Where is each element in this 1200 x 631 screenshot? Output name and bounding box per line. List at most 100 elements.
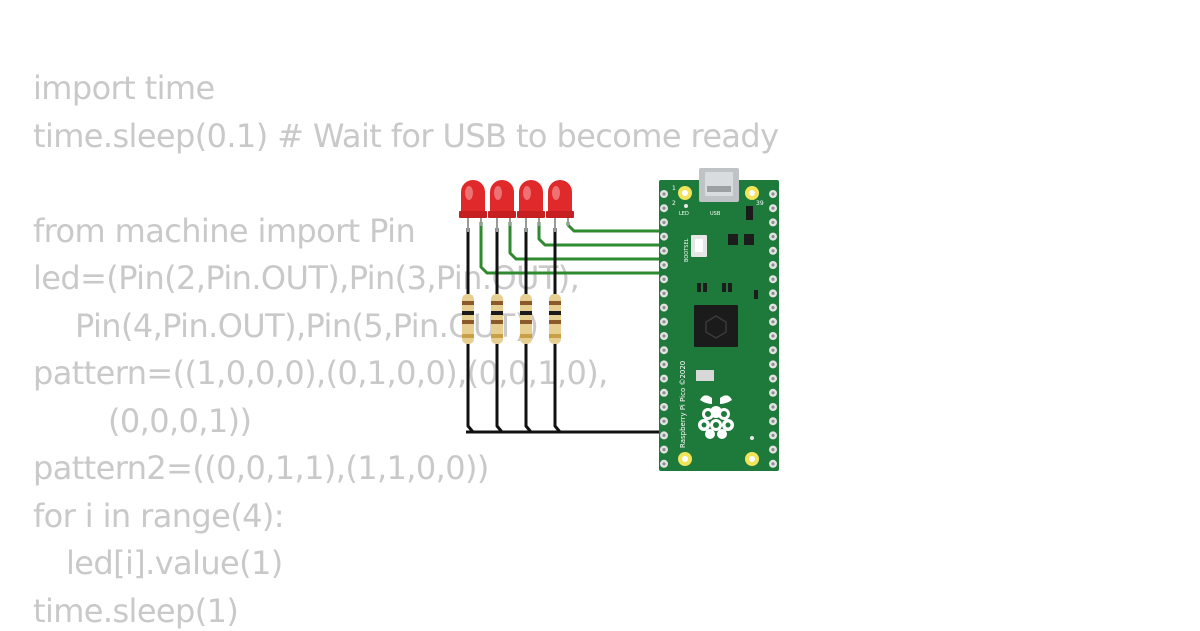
- resistor-band: [462, 311, 474, 315]
- led-rim: [517, 211, 545, 218]
- resistor-band: [462, 320, 474, 324]
- pin-hole: [662, 348, 666, 352]
- pin-hole: [771, 433, 775, 437]
- red-led: [488, 180, 516, 232]
- smd-chip-1: [728, 234, 738, 245]
- pin-hole: [662, 362, 666, 366]
- pin-hole: [771, 405, 775, 409]
- pin-hole: [662, 220, 666, 224]
- pin-hole: [662, 249, 666, 253]
- test-point: [750, 436, 754, 440]
- resistor-band: [491, 301, 503, 305]
- resistor: [520, 294, 532, 344]
- red-led: [459, 180, 487, 232]
- resistor: [549, 294, 561, 344]
- pin-1-label: 1: [672, 185, 676, 192]
- resistor-band: [520, 301, 532, 305]
- resistor: [491, 294, 503, 344]
- resistors: [462, 294, 561, 344]
- signal-wire: [508, 222, 667, 261]
- resistor: [462, 294, 474, 344]
- resistor-band: [491, 320, 503, 324]
- resistor-body: [462, 294, 474, 344]
- pin-hole: [662, 206, 666, 210]
- pin-hole: [771, 462, 775, 466]
- resistor-band: [520, 334, 532, 338]
- pin-headers: [660, 190, 777, 468]
- led-rim: [459, 211, 487, 218]
- pin-hole: [662, 334, 666, 338]
- led-body: [548, 180, 572, 216]
- bootsel-button-cap: [695, 239, 703, 252]
- resistor-band: [520, 320, 532, 324]
- onboard-led: [684, 204, 688, 208]
- pin-hole: [771, 320, 775, 324]
- raspberry-pi-logo: [698, 395, 734, 439]
- pico-board[interactable]: 1 2 39 LED USB BOOTSEL: [659, 168, 779, 471]
- led-rim: [546, 211, 574, 218]
- pin-hole: [771, 419, 775, 423]
- bootsel-label: BOOTSEL: [684, 238, 690, 262]
- pin-hole: [662, 419, 666, 423]
- pin-hole: [662, 320, 666, 324]
- resistor-band: [549, 301, 561, 305]
- signal-wire: [479, 222, 667, 275]
- pin-hole: [662, 306, 666, 310]
- led-highlight: [523, 186, 531, 200]
- wires: [466, 222, 667, 434]
- resistor-band: [549, 334, 561, 338]
- resistor-band: [491, 334, 503, 338]
- pin-39-label: 39: [756, 200, 764, 207]
- smd-chip-2: [744, 234, 754, 245]
- pin-hole: [662, 433, 666, 437]
- usb-silk-label: USB: [710, 211, 721, 217]
- pin-hole: [771, 306, 775, 310]
- pin-hole: [662, 462, 666, 466]
- resistor-band: [520, 311, 532, 315]
- signal-wire: [566, 222, 667, 233]
- pin-hole: [662, 448, 666, 452]
- rp2040-chip: [694, 305, 738, 347]
- usb-connector: [699, 168, 739, 202]
- red-led: [517, 180, 545, 232]
- pin-hole: [771, 206, 775, 210]
- led-silk-label: LED: [679, 211, 689, 217]
- pin-hole: [771, 235, 775, 239]
- pin-hole: [662, 377, 666, 381]
- pin-hole: [662, 391, 666, 395]
- pin-hole: [771, 249, 775, 253]
- pin-hole: [771, 220, 775, 224]
- pin-hole: [771, 334, 775, 338]
- pin-hole: [771, 448, 775, 452]
- resistor-band: [491, 311, 503, 315]
- signal-wire: [537, 222, 667, 247]
- pin-hole: [771, 291, 775, 295]
- regulator-chip: [746, 206, 753, 220]
- resistor-band: [549, 311, 561, 315]
- led-highlight: [494, 186, 502, 200]
- pin-hole: [771, 277, 775, 281]
- pico-brand-label: Raspberry Pi Pico ©2020: [679, 361, 687, 448]
- smd-parts: [697, 283, 758, 299]
- resistor-band: [462, 301, 474, 305]
- pin-hole: [771, 348, 775, 352]
- pin-hole: [771, 263, 775, 267]
- pin-hole: [662, 291, 666, 295]
- pin-hole: [662, 405, 666, 409]
- flash-chip: [696, 370, 714, 381]
- mounting-holes: [678, 186, 759, 466]
- red-led: [546, 180, 574, 232]
- pin-hole: [771, 362, 775, 366]
- raspberry-pi-logo-inner: [701, 411, 731, 428]
- resistor-body: [491, 294, 503, 344]
- pin-hole: [662, 235, 666, 239]
- led-highlight: [552, 186, 560, 200]
- pin-hole: [771, 192, 775, 196]
- resistor-band: [549, 320, 561, 324]
- resistor-body: [549, 294, 561, 344]
- led-highlight: [465, 186, 473, 200]
- pin-hole: [771, 377, 775, 381]
- pin-hole: [662, 192, 666, 196]
- pin-hole: [662, 277, 666, 281]
- pin-hole: [662, 263, 666, 267]
